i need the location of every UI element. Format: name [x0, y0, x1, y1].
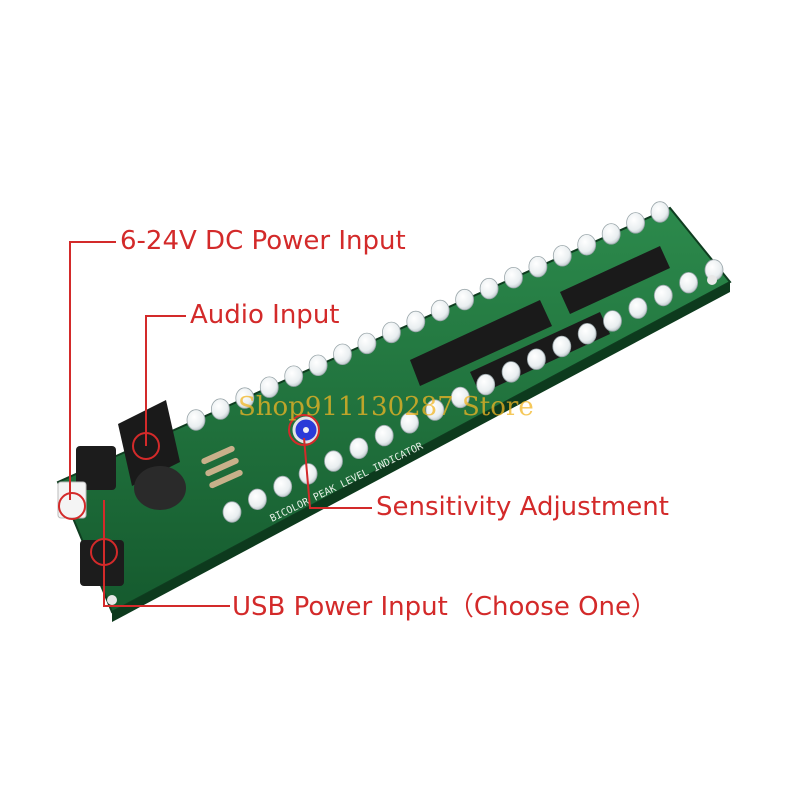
led: [222, 501, 242, 523]
led-row-bottom: [222, 259, 724, 523]
led: [552, 335, 572, 358]
led: [247, 488, 267, 511]
led: [577, 323, 597, 345]
led: [626, 212, 645, 234]
led: [650, 201, 670, 223]
led: [430, 299, 450, 322]
led: [374, 424, 394, 447]
led: [284, 365, 304, 387]
dc-power-input-label: 6-24V DC Power Input: [120, 226, 406, 256]
led: [679, 272, 698, 294]
highlight-circles: [58, 414, 320, 566]
pcb-edge: [112, 282, 730, 622]
power-connector: [57, 481, 87, 519]
led: [259, 376, 279, 398]
sensitivity-adjustment-label: Sensitivity Adjustment: [376, 492, 669, 522]
mounting-hole: [707, 275, 717, 285]
led: [381, 321, 401, 344]
led: [308, 354, 328, 377]
audio-jack: [118, 400, 180, 486]
led: [450, 386, 470, 409]
led: [425, 399, 445, 421]
resistors: [201, 445, 243, 489]
audio-input-label: Audio Input: [190, 300, 340, 330]
pointer-dot: [303, 427, 309, 433]
led: [455, 288, 475, 311]
led: [349, 437, 369, 460]
dc-jack: [76, 446, 116, 490]
led: [406, 310, 426, 333]
led: [527, 348, 546, 370]
led: [501, 361, 521, 383]
led: [210, 398, 230, 420]
led: [601, 223, 621, 245]
led: [552, 245, 572, 267]
led: [324, 450, 343, 472]
led: [528, 256, 548, 278]
ic-chip: [410, 300, 552, 386]
usb-power-input-label: USB Power Input（Choose One）: [232, 592, 658, 622]
led-row-top: [186, 201, 670, 431]
led: [400, 412, 420, 434]
led: [653, 284, 673, 307]
mounting-hole: [107, 595, 117, 605]
microphone: [134, 466, 186, 510]
led: [357, 332, 377, 355]
led: [186, 409, 206, 431]
store-watermark: Shop911130287 Store: [238, 392, 534, 422]
led: [603, 310, 622, 332]
led: [333, 343, 352, 366]
led: [577, 234, 597, 256]
led: [476, 373, 496, 396]
leader-lines: [69, 241, 372, 607]
led: [235, 387, 255, 409]
led: [628, 297, 648, 319]
led: [273, 475, 293, 498]
usb-connector: [80, 540, 124, 586]
led: [504, 267, 523, 289]
ic-chip: [560, 246, 670, 314]
led: [479, 277, 499, 300]
